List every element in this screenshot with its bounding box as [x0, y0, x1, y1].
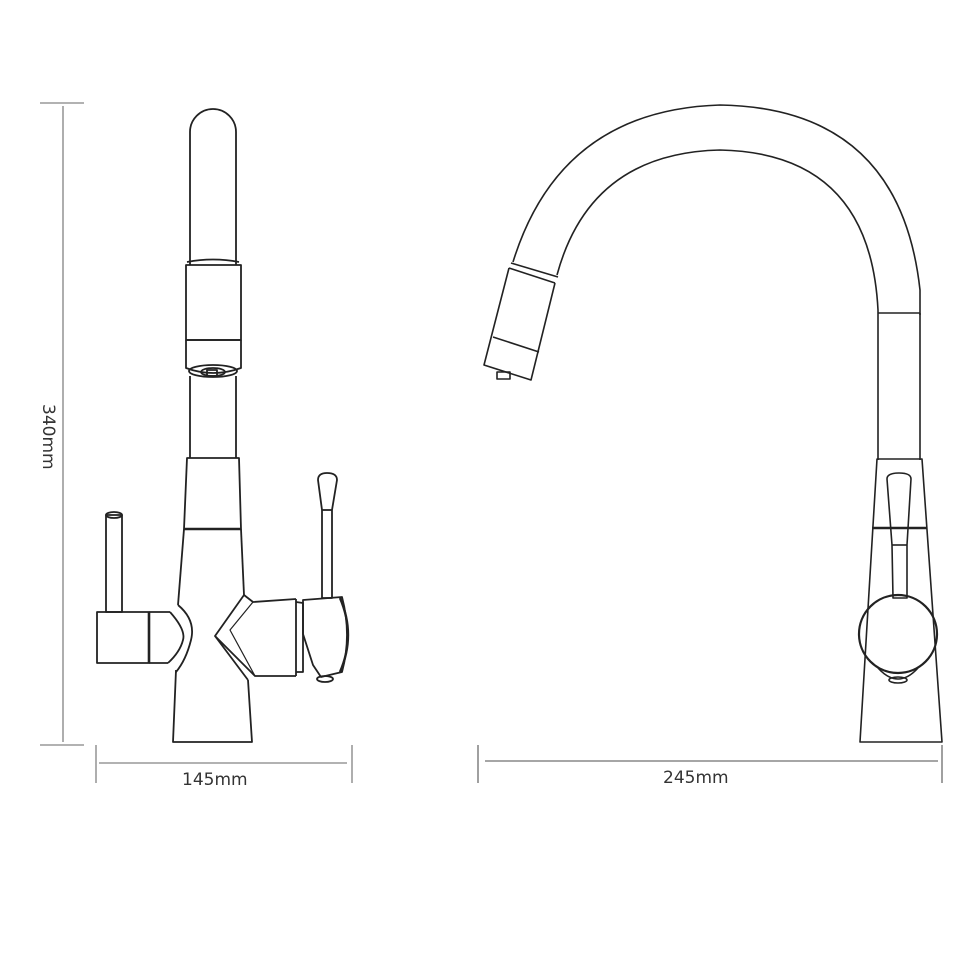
front-width-label: 145mm — [182, 770, 248, 790]
height-value: 340mm — [38, 404, 58, 470]
front-width-value: 145mm — [182, 770, 248, 790]
front-width-dimension — [95, 745, 353, 783]
side-width-dimension — [477, 745, 943, 783]
front-view — [96, 108, 350, 743]
side-view — [483, 104, 943, 743]
height-dimension-label: 340mm — [38, 404, 58, 470]
side-width-label: 245mm — [663, 768, 729, 788]
height-dimension — [40, 102, 84, 746]
side-width-value: 245mm — [663, 768, 729, 788]
